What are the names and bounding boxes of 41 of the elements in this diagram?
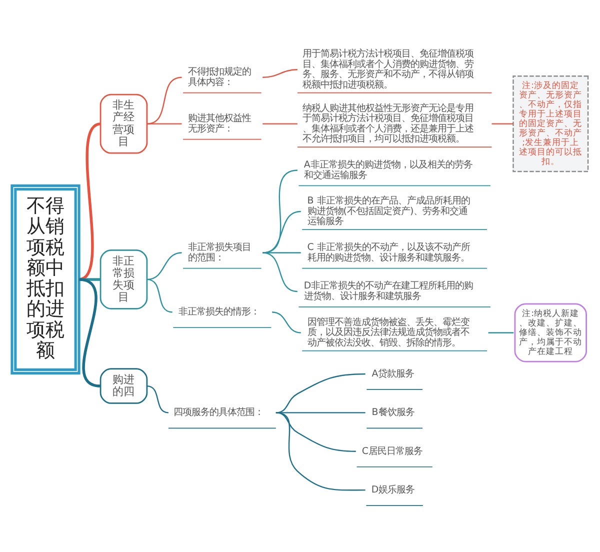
node-box: 非正常损失项目 xyxy=(100,250,148,310)
connector xyxy=(262,123,298,124)
node-text: 非正常损失的情形： xyxy=(178,306,260,318)
node-text: 购进其他权益性无形资产： xyxy=(188,113,252,134)
connector xyxy=(262,252,298,292)
node-text: C居民日常服务 xyxy=(362,446,422,457)
node-text: 用于简易计税方法计税项目、免征增值税项目、集体福利或者个人消费的购进货物、劳务、服务、无形资产和不动产，不得从销项税额中抵扣进项税额。 xyxy=(302,48,474,91)
node-text: B 非正常损失的在产品、产成品所耗用的购进货物(不包括固定资产)、劳务和交通运输服务 xyxy=(307,196,470,228)
connector xyxy=(276,373,366,414)
connector xyxy=(79,278,101,281)
node-text: 纳税人购进其他权益性无形资产无论是专用于简易计税方法计税项目、免征增值税项目、集体福利或者个人消费，还是兼用于上述不允许抵扣项目，均可以抵扣进项税额。 xyxy=(302,102,474,145)
connector xyxy=(78,278,101,388)
connector xyxy=(262,69,298,78)
connector xyxy=(78,122,102,281)
node-text: 非正常损失项目的范围： xyxy=(188,242,252,264)
connector xyxy=(492,123,514,124)
connector xyxy=(146,123,182,124)
node-box: 注:纳税人新建、改建、扩建、修缮、装饰不动产，均属于不动产在建工程 xyxy=(514,303,587,362)
node-box: 购进的四 xyxy=(100,368,148,404)
connector xyxy=(276,412,366,414)
connector xyxy=(146,278,172,313)
node-box: 不得从销项税额中抵扣的进项税额 xyxy=(10,184,80,374)
node-text: B餐饮服务 xyxy=(372,407,414,418)
node-text: 四项服务的具体范围： xyxy=(174,407,264,418)
connector xyxy=(146,76,182,124)
node-text: D娱乐服务 xyxy=(371,484,415,496)
node-text: D非正常损失的不动产在建工程所耗用的购进货物、设计服务和建筑服务 xyxy=(304,280,474,302)
connector xyxy=(262,252,301,254)
node-text: 因管理不善造成货物被盗、丢失、霉烂变质，以及因违反法律法规造成货物或者不动产被依法没收、销毁、拆除的情形。 xyxy=(307,316,470,348)
connector xyxy=(262,210,301,254)
node-text: 不得抵扣规定的具体内容： xyxy=(188,66,252,88)
connector xyxy=(276,412,366,491)
connector xyxy=(146,252,182,280)
node-text: A非正常损失的购进货物，以及相关的劳务和交通运输服务 xyxy=(304,159,472,181)
node-text: A贷款服务 xyxy=(372,368,414,380)
node-box: 非生产经营项目 xyxy=(100,94,148,154)
connector xyxy=(488,332,514,334)
connector xyxy=(272,312,301,334)
node-text: C 非正常损失的不动产，以及该不动产所耗用的购进货物、设计服务和建筑服务。 xyxy=(307,242,470,264)
node-box: 注:涉及的固定资产、无形资产、不动产，仅指专用于上述项目的固定资产、无形资产、不动产;发生兼用于上述项目的可以抵扣。 xyxy=(512,76,589,172)
connector xyxy=(146,385,169,414)
